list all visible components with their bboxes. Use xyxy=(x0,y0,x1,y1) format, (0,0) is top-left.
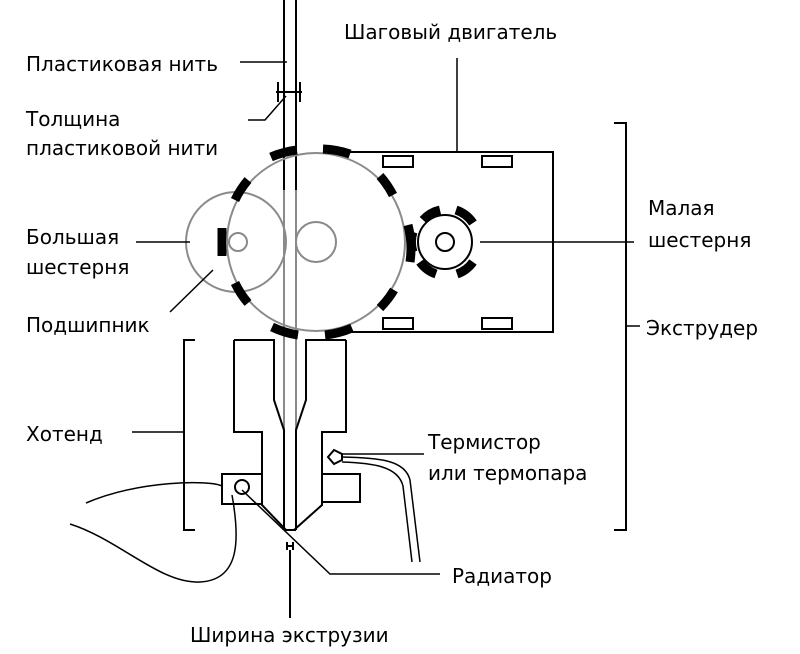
label-thermistor-1: Термистор xyxy=(427,430,541,454)
filament-thickness-marker xyxy=(276,82,302,102)
label-extrusion-width: Ширина экструзии xyxy=(190,623,389,647)
label-small-gear-1: Малая xyxy=(648,196,715,220)
label-heatsink: Радиатор xyxy=(452,564,552,588)
label-stepper-motor: Шаговый двигатель xyxy=(344,20,557,44)
hotend-bracket xyxy=(183,339,195,531)
extrusion-width-marker xyxy=(286,542,294,618)
label-filament: Пластиковая нить xyxy=(26,52,218,76)
label-filament-thickness-2: пластиковой нити xyxy=(26,136,218,160)
bearing xyxy=(185,191,287,293)
leader-lines xyxy=(132,58,640,575)
small-gear xyxy=(407,205,477,279)
label-small-gear-2: шестерня xyxy=(648,228,751,252)
label-big-gear-1: Большая xyxy=(26,225,119,249)
thermistor-wires xyxy=(326,448,421,563)
label-hotend: Хотенд xyxy=(26,422,103,446)
label-extruder: Экструдер xyxy=(646,316,758,340)
big-gear xyxy=(226,144,416,340)
hotend xyxy=(221,339,361,531)
heater-wire xyxy=(69,481,237,583)
label-thermistor-2: или термопара xyxy=(428,461,587,485)
filament-strand xyxy=(283,0,297,440)
label-filament-thickness-1: Толщина xyxy=(25,107,120,131)
label-bearing: Подшипник xyxy=(26,313,150,337)
label-big-gear-2: шестерня xyxy=(26,255,129,279)
extruder-bracket xyxy=(614,122,627,531)
